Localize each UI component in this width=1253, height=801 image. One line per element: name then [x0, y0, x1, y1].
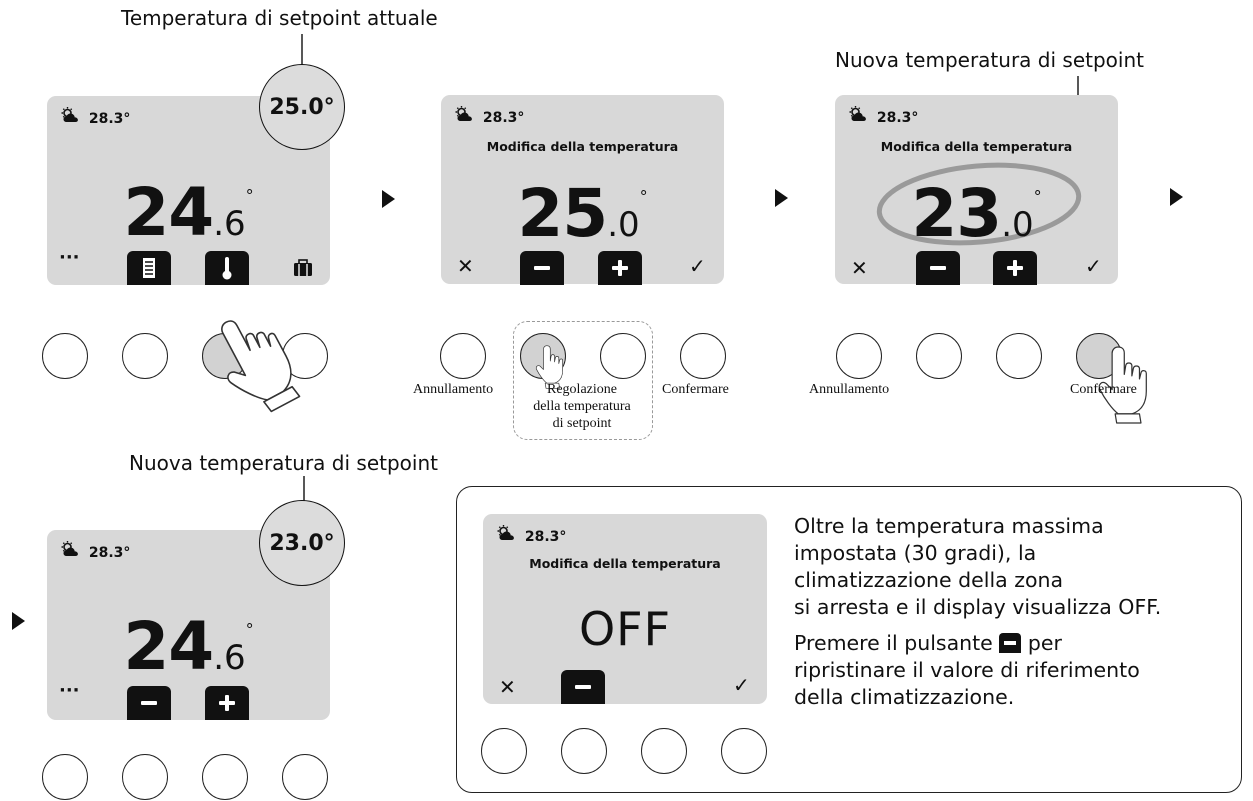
caption-confirm: Confermare — [662, 382, 729, 397]
thermometer-icon[interactable] — [205, 251, 249, 285]
physical-button-1[interactable] — [42, 754, 88, 800]
confirm-icon[interactable]: ✓ — [689, 254, 706, 278]
physical-button-4[interactable] — [282, 754, 328, 800]
physical-button-3[interactable] — [202, 754, 248, 800]
arrow-right-icon — [775, 189, 788, 207]
physical-button-1[interactable] — [42, 333, 88, 379]
physical-button-2[interactable] — [122, 333, 168, 379]
outdoor-temperature: 28.3° — [88, 545, 131, 561]
plus-button[interactable] — [993, 251, 1037, 285]
room-temperature: 24.6° — [123, 608, 254, 685]
caption-cancel: Annullamento — [809, 382, 890, 397]
minus-button[interactable] — [916, 251, 960, 285]
sun-cloud-icon — [454, 105, 473, 122]
physical-button-1[interactable] — [836, 333, 882, 379]
setpoint-value: 23.0° — [911, 175, 1042, 252]
room-temperature: 24.6° — [123, 174, 254, 251]
sun-cloud-icon — [496, 524, 515, 541]
physical-button-2[interactable] — [916, 333, 962, 379]
minus-icon — [999, 633, 1022, 653]
physical-button-3[interactable] — [600, 333, 646, 379]
sun-cloud-icon — [848, 105, 867, 122]
outdoor-temperature: 28.3° — [88, 111, 131, 127]
briefcase-icon[interactable] — [293, 259, 313, 281]
label-new-setpoint-top: Nuova temperatura di setpoint — [835, 48, 1144, 72]
program-list-icon[interactable] — [127, 251, 171, 285]
arrow-right-icon — [12, 612, 25, 630]
physical-buttons-row — [0, 754, 360, 801]
hand-pointer-icon — [203, 304, 307, 423]
caption-confirm: Confermare — [1070, 382, 1137, 397]
note-box — [456, 486, 1242, 793]
physical-button-4[interactable] — [680, 333, 726, 379]
arrow-right-icon — [382, 190, 395, 208]
sun-cloud-icon — [60, 106, 79, 123]
caption-adjust: Regolazione della temperatura di setpoin… — [533, 382, 631, 431]
menu-dots-icon[interactable]: ··· — [59, 680, 80, 701]
edit-temperature-title: Modifica della temperatura — [880, 139, 1073, 154]
caption-cancel: Annullamento — [413, 382, 494, 397]
outdoor-temperature: 28.3° — [524, 529, 567, 545]
minus-button[interactable] — [127, 686, 171, 720]
minus-button[interactable] — [561, 670, 605, 704]
plus-button[interactable] — [205, 686, 249, 720]
label-current-setpoint: Temperatura di setpoint attuale — [121, 6, 438, 30]
physical-button-1[interactable] — [440, 333, 486, 379]
confirm-icon[interactable]: ✓ — [1085, 254, 1102, 278]
weather-readout: 28.3° — [454, 105, 525, 126]
new-setpoint-bubble: 23.0° — [259, 500, 345, 586]
physical-button-1[interactable] — [481, 728, 527, 774]
setpoint-value: 25.0° — [517, 175, 648, 252]
thermostat-display-off: 28.3° Modifica della temperatura OFF ✕ ✓ — [483, 514, 767, 704]
weather-readout: 28.3° — [496, 524, 567, 545]
note-text: Oltre la temperatura massima impostata (… — [794, 514, 1162, 709]
cancel-icon[interactable]: ✕ — [851, 256, 868, 280]
minus-button[interactable] — [520, 251, 564, 285]
physical-button-4[interactable] — [721, 728, 767, 774]
adjust-highlight-frame — [513, 321, 653, 440]
physical-button-2[interactable] — [122, 754, 168, 800]
cancel-icon[interactable]: ✕ — [457, 254, 474, 278]
sun-cloud-icon — [60, 540, 79, 557]
thermostat-display-2: 28.3° Modifica della temperatura 25.0° ✕… — [441, 95, 724, 285]
current-setpoint-bubble: 25.0° — [259, 64, 345, 150]
weather-readout: 28.3° — [848, 105, 919, 126]
cancel-icon[interactable]: ✕ — [499, 675, 516, 699]
plus-button[interactable] — [598, 251, 642, 285]
highlight-ellipse — [876, 162, 1082, 246]
confirm-icon[interactable]: ✓ — [733, 673, 750, 697]
thermostat-display-3: 28.3° Modifica della temperatura 23.0° ✕… — [835, 95, 1118, 285]
physical-button-2[interactable] — [561, 728, 607, 774]
weather-readout: 28.3° — [60, 540, 131, 561]
arrow-right-icon — [1170, 188, 1183, 206]
weather-readout: 28.3° — [60, 106, 131, 127]
physical-button-3[interactable] — [641, 728, 687, 774]
outdoor-temperature: 28.3° — [482, 110, 525, 126]
menu-dots-icon[interactable]: ··· — [59, 247, 80, 268]
edit-temperature-title: Modifica della temperatura — [486, 139, 679, 154]
physical-button-3[interactable] — [996, 333, 1042, 379]
outdoor-temperature: 28.3° — [876, 110, 919, 126]
label-new-setpoint-bottom: Nuova temperatura di setpoint — [129, 451, 438, 475]
edit-temperature-title: Modifica della temperatura — [529, 556, 721, 571]
off-value: OFF — [578, 602, 672, 656]
